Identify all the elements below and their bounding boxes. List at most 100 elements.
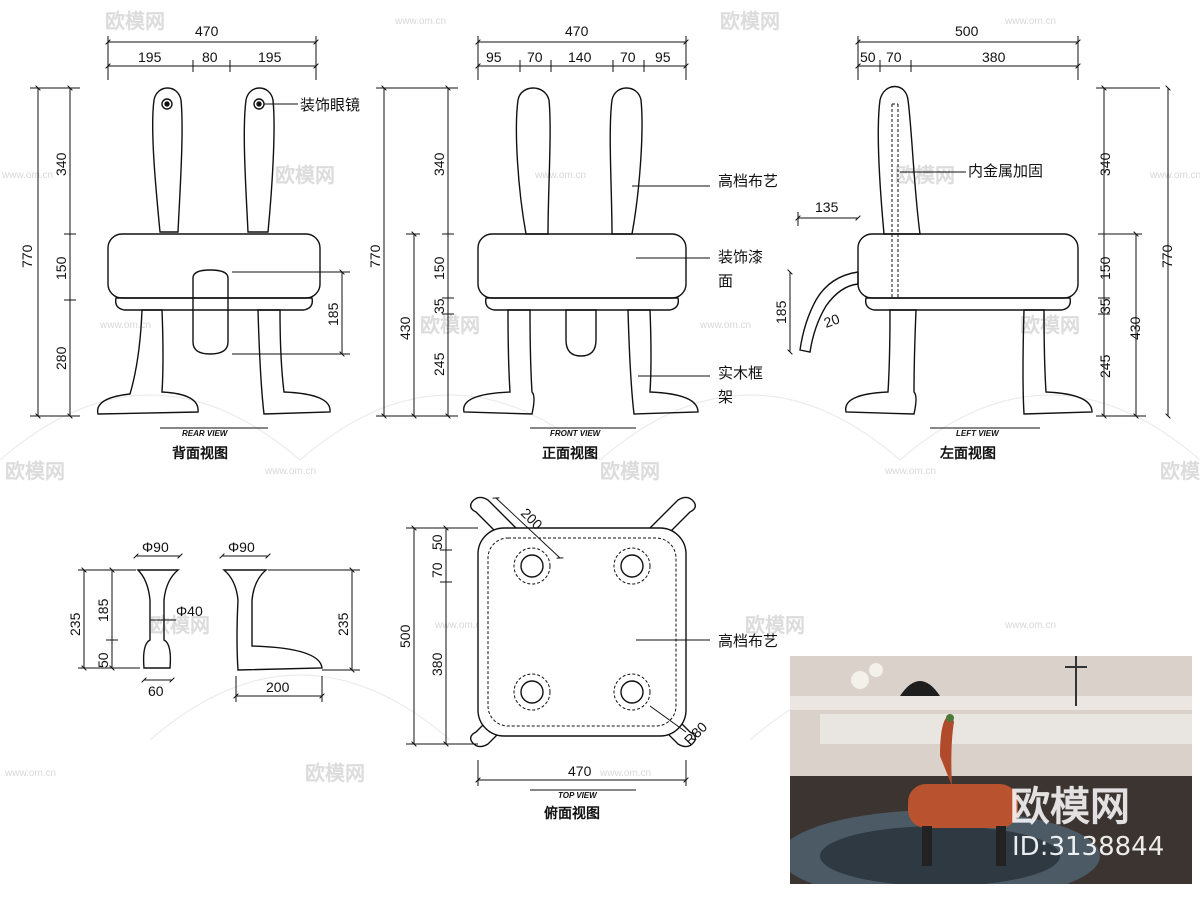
- dim-left-ear-h: 340: [1097, 152, 1113, 176]
- dim-leg1-total-h: 235: [67, 612, 83, 636]
- dim-left-tail-len: 135: [815, 199, 839, 215]
- leg-left: [96, 309, 199, 415]
- watermark-brand: 欧模网: [720, 9, 780, 33]
- dim-left-seat-total: 430: [1127, 316, 1143, 340]
- dim-front-s2: 70: [527, 49, 543, 65]
- label-lacquer-cont: 面: [718, 273, 733, 290]
- dim-leg1-upper-h: 185: [95, 598, 111, 622]
- front-dimensions: [376, 36, 710, 419]
- photo-watermark-brand: 欧模网: [1010, 784, 1130, 830]
- dim-front-total-h: 770: [367, 244, 383, 268]
- dim-left-s2: 70: [886, 49, 902, 65]
- tail-side: [799, 271, 859, 353]
- photo-scene: [790, 656, 1192, 884]
- tail: [192, 269, 229, 355]
- dim-front-leg-h: 245: [431, 352, 447, 376]
- rear-dim-text: 470 195 80 195 770 340 150 280 185 装饰眼镜 …: [19, 23, 360, 461]
- watermark-url: www.om.cn: [884, 466, 936, 477]
- watermark-url: www.om.cn: [1, 170, 53, 181]
- dim-leg1-base-w: 60: [148, 683, 164, 699]
- watermark-brand: 欧模网: [1020, 313, 1080, 337]
- dim-leg2-top-d: Φ90: [228, 539, 255, 555]
- dim-left-total-h: 770: [1159, 244, 1175, 268]
- seat-base: [114, 297, 314, 311]
- seat-cushion: [857, 233, 1079, 299]
- rear-dimensions: [30, 36, 350, 419]
- watermark-url: www.om.cn: [599, 768, 651, 779]
- dim-top-radius: R80: [681, 718, 711, 748]
- dim-rear-seat-h: 150: [53, 256, 69, 280]
- dim-rear-leg-h: 280: [53, 346, 69, 370]
- top-seat-outline: [477, 527, 687, 737]
- ear-left: [515, 87, 551, 235]
- dim-rear-width: 470: [195, 23, 219, 39]
- seat-base: [484, 297, 680, 311]
- left-view: [799, 85, 1093, 415]
- dim-left-tail-h: 185: [773, 300, 789, 324]
- leg-detail-1-dims: [78, 553, 183, 683]
- dim-front-s5: 95: [655, 49, 671, 65]
- leg-back: [1022, 309, 1093, 415]
- watermark-brand: 欧模网: [600, 459, 660, 483]
- ear-right: [243, 87, 275, 233]
- label-wood-frame: 实木框: [718, 365, 763, 382]
- dim-rear-seg1: 195: [138, 49, 162, 65]
- dim-leg2-total-h: 235: [335, 612, 351, 636]
- watermark-url: www.om.cn: [99, 320, 151, 331]
- leg-detail-2-dims: [219, 553, 360, 702]
- leg-left: [463, 309, 535, 415]
- dim-leg1-lower-h: 50: [95, 652, 111, 668]
- label-lacquer: 装饰漆: [718, 249, 763, 266]
- dim-top-h-a: 50: [429, 534, 445, 550]
- top-view-name: 俯面视图: [544, 805, 600, 821]
- watermark-url: www.om.cn: [434, 620, 486, 631]
- leg-detail-2-text: Φ90 235 200: [228, 539, 351, 695]
- leg-detail-1-text: Φ90 235 185 50 Φ40 60: [67, 539, 203, 699]
- dim-leg1-mid-d: Φ40: [176, 603, 203, 619]
- front-dim-text: 470 95 70 140 70 95 770 430 340 150 35 2…: [367, 23, 778, 461]
- dim-leg2-base-w: 200: [266, 679, 290, 695]
- dim-top-h-c: 380: [429, 652, 445, 676]
- top-view-tag: TOP VIEW: [558, 791, 598, 800]
- top-dimensions: [406, 497, 710, 786]
- watermark-url: www.om.cn: [1149, 170, 1200, 181]
- photo-model-id: ID:3138844: [1012, 832, 1165, 862]
- label-metal-reinforcement: 内金属加固: [968, 163, 1043, 180]
- dim-front-seat-total: 430: [397, 316, 413, 340]
- label-decorative-glasses: 装饰眼镜: [300, 96, 360, 114]
- glasses-dot: [161, 98, 173, 110]
- dim-front-seat-h: 150: [431, 256, 447, 280]
- leg-right: [627, 309, 699, 415]
- front-view-tag: FRONT VIEW: [550, 429, 602, 438]
- front-view-name: 正面视图: [542, 445, 598, 461]
- watermark-url: www.om.cn: [534, 170, 586, 181]
- dim-leg1-top-d: Φ90: [142, 539, 169, 555]
- dim-top-h-b: 70: [429, 562, 445, 578]
- rear-view-tag: REAR VIEW: [182, 429, 229, 438]
- label-fabric: 高档布艺: [718, 173, 778, 190]
- left-view-tag: LEFT VIEW: [956, 429, 1000, 438]
- dim-left-gap-h: 35: [1097, 298, 1113, 314]
- dim-rear-seg2: 80: [202, 49, 218, 65]
- product-photo: 欧模网 ID:3138844: [790, 656, 1192, 884]
- seat-cushion: [107, 233, 321, 299]
- dim-front-gap-h: 35: [431, 298, 447, 314]
- dim-rear-tail-h: 185: [325, 302, 341, 326]
- watermark-url: www.om.cn: [394, 16, 446, 27]
- watermark-url: www.om.cn: [264, 466, 316, 477]
- watermark-brand: 欧模网: [150, 613, 210, 637]
- rear-view-name: 背面视图: [172, 445, 228, 461]
- watermark-brand: 欧模网: [275, 163, 335, 187]
- dim-top-total-h: 500: [397, 624, 413, 648]
- watermark-brand: 欧模网: [745, 613, 805, 637]
- leg-front: [845, 309, 917, 415]
- ear-left: [151, 87, 183, 233]
- watermark-brand: 欧模网: [5, 459, 65, 483]
- watermarks: 欧模网 www.om.cn 欧模网 www.om.cn 欧模网 欧模网 www.…: [0, 9, 1200, 785]
- seat-base: [864, 297, 1072, 311]
- dim-front-ear-h: 340: [431, 152, 447, 176]
- tail: [565, 309, 597, 357]
- dim-front-s3: 140: [568, 49, 592, 65]
- watermark-url: www.om.cn: [1004, 16, 1056, 27]
